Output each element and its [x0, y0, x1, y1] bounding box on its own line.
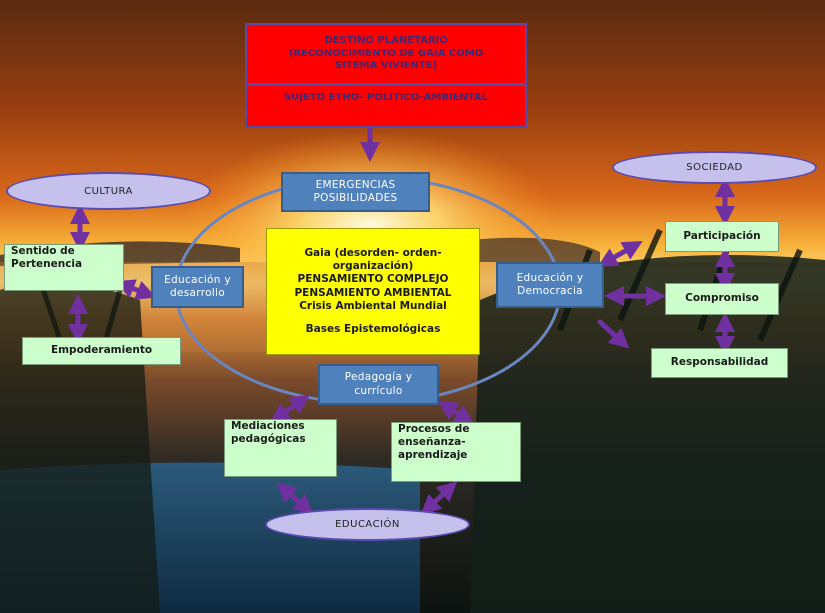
arrow-sentido-desarrollo [114, 279, 157, 300]
center-line-2: organización) [332, 260, 414, 273]
cultura-oval: CULTURA [6, 172, 211, 210]
desarrollo-line-1: Educación y [164, 273, 231, 286]
pedagogia-line-2: currículo [354, 384, 403, 397]
pedagogia-line-1: Pedagogía y [344, 371, 413, 384]
center-line-5: Crisis Ambiental Mundial [299, 299, 447, 312]
participacion-box: Participación [665, 221, 779, 252]
emergencias-line-1: EMERGENCIAS [315, 178, 396, 191]
empoderamiento-label: Empoderamiento [50, 344, 153, 357]
destino-line-3: SITEMA VIVIENTE) [334, 60, 438, 72]
responsabilidad-box: Responsabilidad [651, 348, 788, 378]
arrow-procesos-educacion [420, 481, 458, 515]
procesos-line-2: enseñanza- [398, 436, 466, 449]
arrow-pedagogia-procesos [437, 400, 475, 425]
compromiso-label: Compromiso [685, 292, 759, 305]
democracia-line-1: Educación y [516, 271, 584, 284]
cultura-label: CULTURA [84, 185, 133, 197]
educacion-label: EDUCACIÓN [335, 519, 400, 530]
sociedad-oval: SOCIEDAD [612, 151, 817, 184]
emergencias-box: EMERGENCIAS POSIBILIDADES [281, 172, 430, 212]
sentido-line-1: Sentido de [11, 245, 75, 257]
destino-planetario-box: DESTINO PLANETARIO (RECONOCIMIENTO DE GA… [245, 23, 527, 84]
center-line-4: PENSAMIENTO AMBIENTAL [294, 286, 452, 299]
educacion-democracia-box: Educación y Democracia [496, 262, 604, 308]
procesos-line-3: aprendizaje [398, 449, 468, 462]
arrow-democracia-participacion [597, 241, 643, 267]
destino-line-2: (RECONOCIMIENTO DE GAIA COMO [288, 47, 484, 59]
sociedad-label: SOCIEDAD [686, 162, 743, 173]
sujeto-box: SUJETO ETHO- POLÍTICO-AMBIENTAL [245, 84, 527, 128]
procesos-box: Procesos de enseñanza- aprendizaje [391, 422, 521, 482]
arrow-mediaciones-educacion [276, 482, 314, 515]
responsabilidad-label: Responsabilidad [670, 356, 769, 369]
emergencias-line-2: POSIBILIDADES [313, 192, 398, 204]
democracia-line-2: Democracia [517, 285, 583, 297]
center-line-7: Bases Epistemológicas [305, 322, 441, 335]
center-concepts-box: Gaia (desorden- orden- organización) PEN… [266, 228, 480, 355]
compromiso-box: Compromiso [665, 283, 779, 315]
mediaciones-line-1: Mediaciones [231, 420, 305, 432]
educacion-oval: EDUCACIÓN [265, 508, 470, 541]
arrow-pedagogia-mediaciones [269, 394, 311, 423]
desarrollo-line-2: desarrollo [170, 287, 225, 299]
mediaciones-line-2: pedagógicas [231, 433, 306, 446]
empoderamiento-box: Empoderamiento [22, 337, 181, 365]
participacion-label: Participación [683, 229, 761, 242]
center-line-1: Gaia (desorden- orden- [304, 247, 442, 260]
educacion-desarrollo-box: Educación y desarrollo [151, 266, 244, 308]
procesos-line-1: Procesos de [398, 423, 470, 435]
arrow-democracia-responsabilidad [597, 319, 630, 349]
mediaciones-box: Mediaciones pedagógicas [224, 419, 337, 477]
destino-line-1: DESTINO PLANETARIO [324, 35, 448, 47]
sentido-pertenencia-box: Sentido de Pertenencia [4, 244, 124, 291]
sentido-line-2: Pertenencia [11, 258, 83, 271]
center-line-3: PENSAMIENTO COMPLEJO [297, 273, 449, 286]
pedagogia-box: Pedagogía y currículo [318, 364, 439, 405]
sujeto-label: SUJETO ETHO- POLÍTICO-AMBIENTAL [283, 92, 489, 103]
